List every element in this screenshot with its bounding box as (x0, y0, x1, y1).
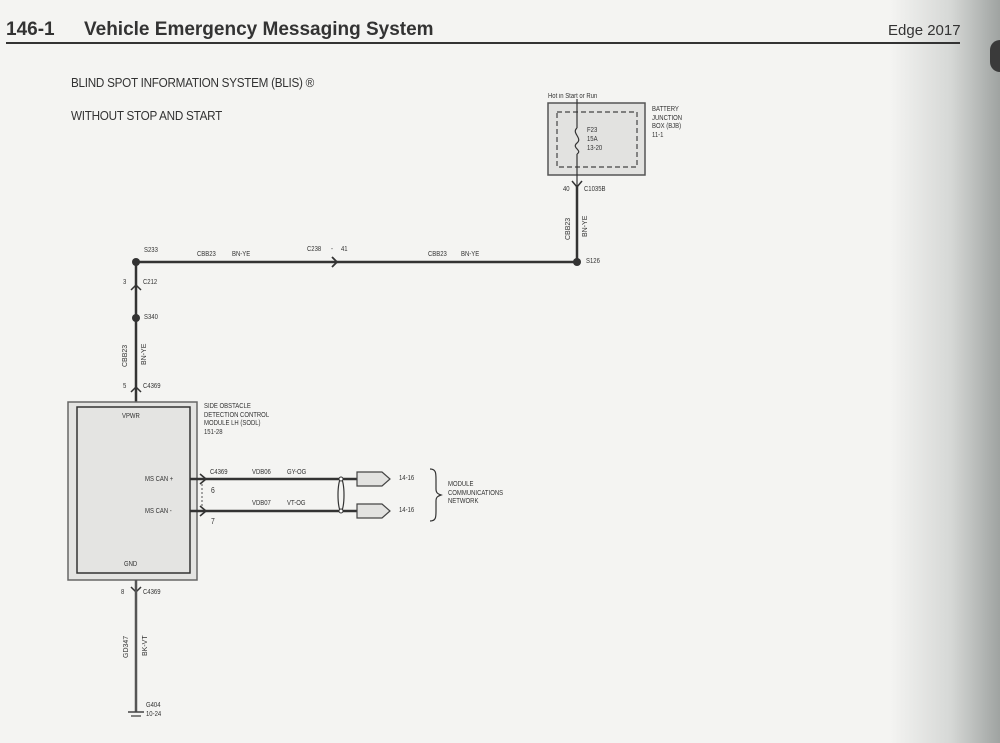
c4369-can-minus-pin: 7 (211, 517, 215, 526)
module-pin-vpwr: VPWR (122, 413, 140, 420)
fuse-ref: 13-20 (587, 145, 603, 152)
wire-vertical-color: BN-YE (582, 215, 589, 237)
twist-node-bottom (338, 508, 344, 514)
sodl-module-outer (67, 401, 198, 581)
ground-ref: 10-24 (146, 711, 162, 718)
wire-right-circuit: CBB23 (428, 251, 447, 258)
bjb-name: BATTERY JUNCTION BOX (BJB) 11-1 (652, 106, 683, 139)
c1035b-pin: 40 (563, 186, 570, 193)
c212-name: C212 (143, 279, 158, 286)
network-label: MODULE COMMUNICATIONS NETWORK (448, 481, 504, 505)
module-pin-can-minus: MS CAN - (145, 508, 172, 515)
network-plus-arrow (356, 471, 391, 487)
wire-down-circuit: CBB23 (122, 344, 129, 367)
vehicle-model: Edge 2017 (888, 22, 961, 39)
diagram-title: BLIND SPOT INFORMATION SYSTEM (BLIS) ® (71, 75, 315, 90)
bjb-box (547, 102, 646, 176)
fuse-f23-icon (574, 127, 580, 155)
wire-vdb06-color: GY-OG (287, 469, 307, 476)
connector-c238-icon (331, 256, 339, 268)
ground-name: G404 (146, 702, 161, 709)
c4369-can-plus-pin: 6 (211, 486, 215, 495)
c212-pin: 3 (123, 279, 127, 286)
c1035b-name: C1035B (584, 186, 606, 193)
page-binding-edge (990, 40, 1000, 72)
twist-node-top (338, 476, 344, 482)
connector-c4369-vpwr-icon (130, 385, 142, 393)
splice-s233-label: S233 (144, 247, 158, 254)
c4369-can-name: C4369 (210, 469, 228, 476)
c4369-gnd-name: C4369 (143, 589, 161, 596)
wire-down-color: BN-YE (141, 343, 148, 365)
c238-pin: 41 (341, 246, 348, 253)
fuse-rating: 15A (587, 136, 598, 143)
wire-vdb07-circuit: VDB07 (252, 500, 271, 507)
network-plus-ref: 14-16 (399, 475, 415, 482)
bjb-inner-dashed (556, 111, 638, 168)
wire-left-circuit: CBB23 (197, 251, 216, 258)
wire-gd347-circuit: GD347 (123, 635, 130, 658)
splice-s340-label: S340 (144, 314, 158, 321)
network-brace (429, 468, 443, 522)
module-pin-can-plus: MS CAN + (145, 476, 174, 483)
c4369-vpwr-name: C4369 (143, 383, 161, 390)
wire-vertical-circuit: CBB23 (565, 217, 572, 240)
connector-c4369-can-plus-icon (199, 473, 208, 485)
network-minus-ref: 14-16 (399, 507, 415, 514)
wire-gd347-color: BK-VT (142, 635, 149, 656)
section-number: 146-1 (6, 19, 55, 40)
diagram-variant: WITHOUT STOP AND START (71, 108, 222, 123)
module-name: SIDE OBSTACLE DETECTION CONTROL MODULE L… (204, 403, 270, 436)
module-pin-gnd: GND (124, 561, 138, 568)
splice-s126-label: S126 (586, 258, 600, 265)
section-title: Vehicle Emergency Messaging System (84, 19, 434, 40)
c238-name: C238 (307, 246, 322, 253)
wire-vdb07-color: VT-OG (287, 500, 306, 507)
c4369-vpwr-pin: 5 (123, 383, 127, 390)
connector-c4369-can-minus-icon (199, 505, 208, 517)
page-gutter-shadow (890, 0, 1000, 743)
header-rule (6, 42, 960, 44)
sodl-module-inner (76, 406, 191, 574)
c4369-gnd-pin: 8 (121, 589, 125, 596)
c238-separator: - (331, 246, 333, 253)
power-source-label: Hot in Start or Run (548, 93, 598, 100)
connector-c212-icon (130, 283, 142, 291)
fuse-number: F23 (587, 127, 598, 134)
twisted-pair-icon (337, 478, 345, 512)
wire-right-color: BN-YE (461, 251, 480, 258)
network-minus-arrow (356, 503, 391, 519)
wire-left-color: BN-YE (232, 251, 251, 258)
wire-vdb06-circuit: VDB06 (252, 469, 271, 476)
